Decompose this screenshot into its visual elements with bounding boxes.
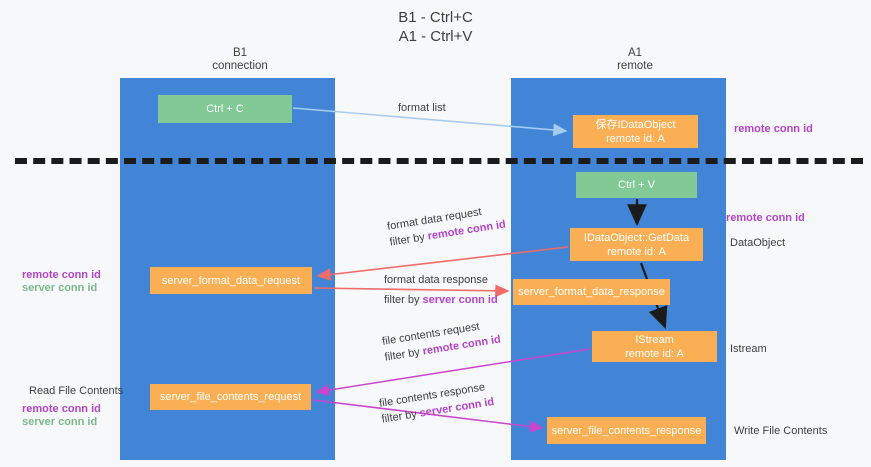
edge-label-format-data-response: format data response filter by server co… <box>384 272 498 308</box>
annotation-left-remote-conn-id-1: remote conn id <box>22 269 101 281</box>
box-server-format-data-response[interactable]: server_format_data_response <box>513 279 670 305</box>
edge-label-file-contents-request: file contents request filter by remote c… <box>381 316 502 366</box>
box-server-format-data-request[interactable]: server_format_data_request <box>150 267 312 294</box>
annotation-remote-conn-id-top: remote conn id <box>734 123 813 135</box>
annotation-read-file-contents: Read File Contents <box>29 385 124 397</box>
box-server-file-contents-request[interactable]: server_file_contents_request <box>150 384 311 410</box>
annotation-left-server-conn-id-2: server conn id <box>22 416 98 428</box>
edge-label-filter-prefix: filter by <box>384 294 423 306</box>
box-ctrl-v[interactable]: Ctrl + V <box>576 172 697 198</box>
edge-label-line2: filter by server conn id <box>384 292 498 308</box>
phase-divider <box>15 158 863 164</box>
edge-label-format-list: format list <box>398 100 446 116</box>
box-server-file-contents-response[interactable]: server_file_contents_response <box>547 417 706 444</box>
edge-label-format-data-request: format data request filter by remote con… <box>386 201 507 251</box>
edge-label-server-conn-id: server conn id <box>422 294 498 306</box>
annotation-left-remote-conn-id-2: remote conn id <box>22 403 101 415</box>
annotation-dataobject: DataObject <box>730 237 786 249</box>
annotation-remote-conn-id-mid: remote conn id <box>726 212 805 224</box>
edge-label-filter-prefix: filter by <box>380 407 421 426</box>
column-header-a1: A1 remote <box>617 47 653 72</box>
box-istream[interactable]: IStream remote id: A <box>592 331 717 362</box>
edge-label-filter-prefix: filter by <box>388 230 429 249</box>
box-ctrl-c[interactable]: Ctrl + C <box>158 95 292 123</box>
column-header-b1: B1 connection <box>212 47 268 72</box>
annotation-istream: Istream <box>730 343 767 355</box>
annotation-left-server-conn-id-1: server conn id <box>22 282 98 294</box>
annotation-write-file-contents: Write File Contents <box>734 425 828 437</box>
edge-label-line1: format data response <box>384 274 488 286</box>
edge-label-filter-prefix: filter by <box>383 345 424 364</box>
diagram-title: B1 - Ctrl+C A1 - Ctrl+V <box>398 9 473 45</box>
box-idataobject-getdata[interactable]: IDataObject::GetData remote id: A <box>570 228 703 261</box>
edge-label-file-contents-response: file contents response filter by server … <box>378 378 495 427</box>
edge-label-format-list-text: format list <box>398 102 446 114</box>
box-idataobject-save[interactable]: 保存IDataObject remote id: A <box>573 115 698 148</box>
